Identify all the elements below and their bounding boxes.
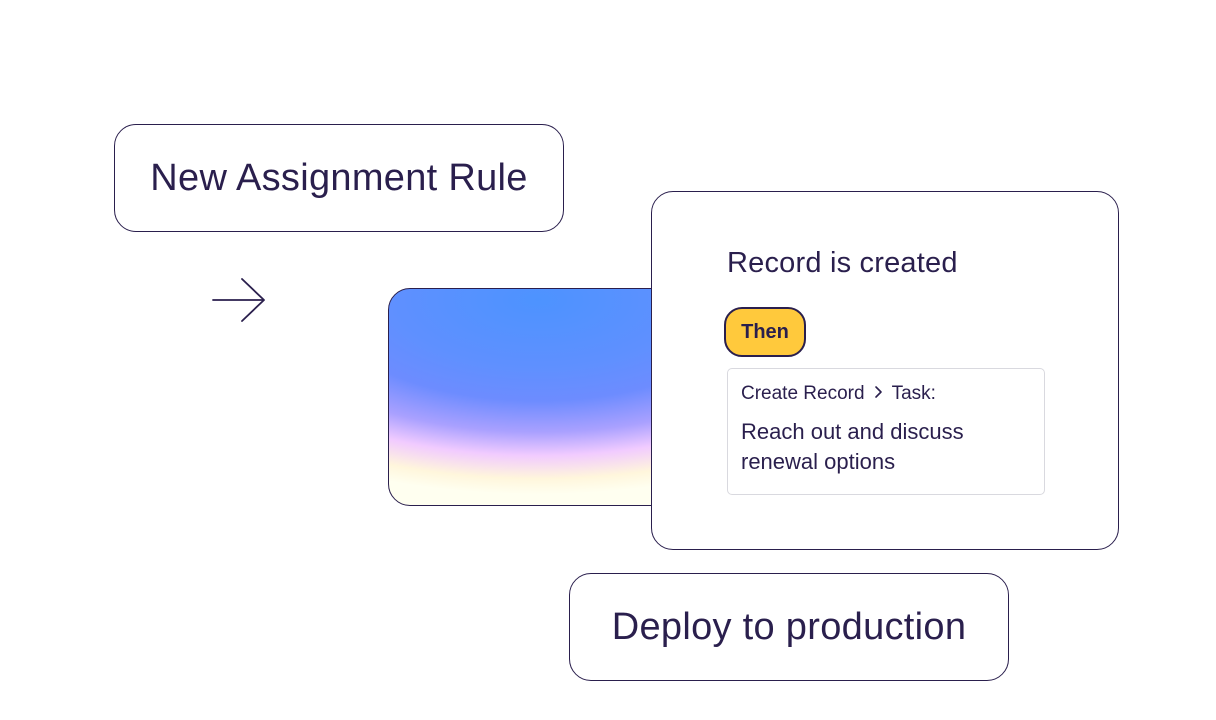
- deploy-label: Deploy to production: [611, 605, 967, 648]
- arrow-right-icon: [212, 278, 265, 322]
- new-assignment-rule-node[interactable]: New Assignment Rule: [114, 124, 564, 232]
- trigger-text: Record is created: [727, 247, 958, 279]
- action-type: Create Record: [741, 383, 865, 404]
- then-badge: Then: [724, 307, 806, 357]
- gradient-preview-card: [388, 288, 688, 506]
- action-box[interactable]: Create Record Task: Reach out and discus…: [727, 368, 1045, 495]
- new-assignment-rule-label: New Assignment Rule: [150, 156, 528, 199]
- action-description: Reach out and discuss renewal options: [741, 419, 964, 474]
- rule-detail-card[interactable]: Record is created Then Create Record Tas…: [651, 191, 1119, 550]
- action-target: Task:: [891, 383, 936, 404]
- chevron-right-icon: [874, 384, 883, 404]
- deploy-to-production-node[interactable]: Deploy to production: [569, 573, 1009, 681]
- action-header: Create Record Task:: [741, 383, 936, 405]
- then-label: Then: [741, 320, 789, 343]
